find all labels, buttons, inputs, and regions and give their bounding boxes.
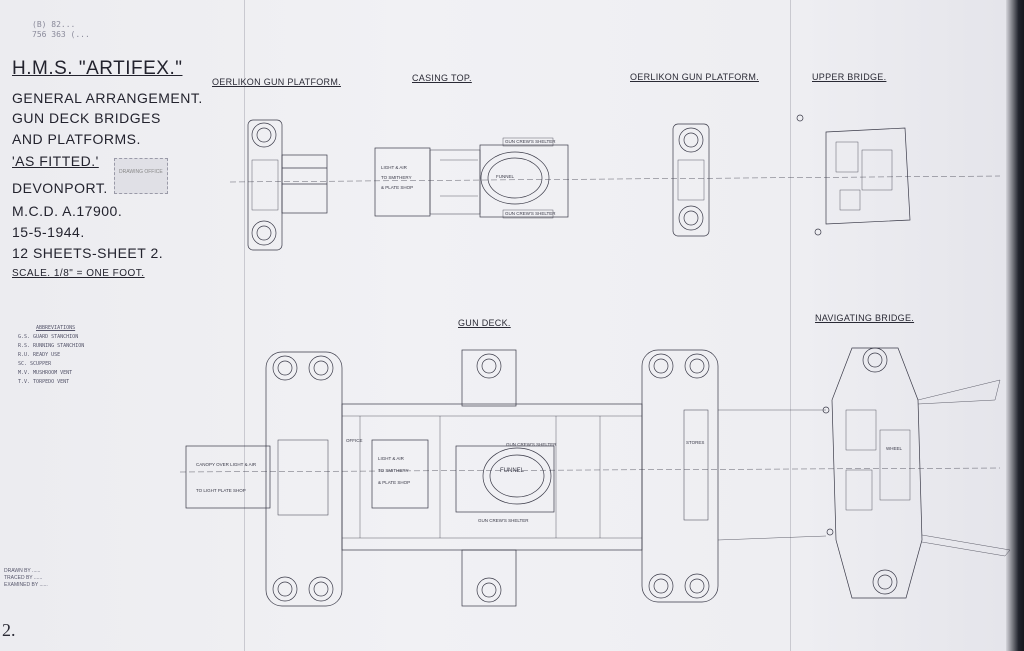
fold-line [790, 0, 791, 651]
label-oerlikon-right: OERLIKON GUN PLATFORM. [630, 72, 759, 82]
abbreviation-item: G.S. GUARD STANCHION [18, 334, 79, 340]
title-line: GENERAL ARRANGEMENT. [12, 90, 203, 106]
oerlikon-platform-left [247, 119, 328, 251]
sheet-count: 12 SHEETS-SHEET 2. [12, 245, 164, 261]
table-edge [1006, 0, 1024, 651]
room-label: CANOPY OVER LIGHT & AIR [196, 462, 257, 467]
footer-line: DRAWN BY ...... [4, 568, 41, 574]
office-stamp: DRAWING OFFICE [114, 158, 168, 194]
yard-name: DEVONPORT. [12, 180, 108, 196]
room-label: & PLATE SHOP [381, 185, 414, 190]
casing-top-plan [374, 137, 569, 219]
footer-line: EXAMINED BY ...... [4, 582, 48, 588]
room-label: GUN CREW'S SHELTER [506, 442, 557, 447]
gun-deck-plan [185, 349, 827, 607]
drawing-number: M.C.D. A.17900. [12, 203, 123, 219]
title-line: GUN DECK BRIDGES [12, 110, 161, 126]
pencil-note: (B) 82... [32, 20, 76, 29]
room-label: STORES [686, 440, 705, 445]
abbreviation-item: SC. SCUPPER [18, 361, 52, 367]
abbreviation-item: M.V. MUSHROOM VENT [18, 370, 73, 376]
label-navigating-bridge: NAVIGATING BRIDGE. [815, 313, 915, 323]
room-label: FUNNEL [500, 468, 525, 474]
title-line: AND PLATFORMS. [12, 131, 141, 147]
abbreviation-item: R.S. RUNNING STANCHION [18, 343, 85, 349]
room-label: TO SMITHERY [378, 468, 409, 473]
upper-bridge-plan [796, 114, 911, 236]
abbreviations-table: ABBREVIATIONS G.S. GUARD STANCHION R.S. … [18, 324, 84, 387]
abbreviations-heading: ABBREVIATIONS [36, 325, 76, 331]
room-label: LIGHT & AIR [381, 165, 407, 170]
room-label: FUNNEL [496, 174, 515, 179]
abbreviation-item: R.U. READY USE [18, 352, 61, 358]
pencil-note: 756 363 (... [32, 30, 90, 39]
sheet-number: 2. [2, 620, 16, 640]
navigating-bridge-plan [822, 347, 1011, 599]
signature-block: DRAWN BY ...... TRACED BY ...... EXAMINE… [4, 568, 48, 589]
room-label: LIGHT & AIR [378, 456, 404, 461]
abbreviation-item: T.V. TORPEDO VENT [18, 379, 70, 385]
centre-line [179, 467, 1001, 473]
room-label: GUN CREW'S SHELTER [505, 139, 556, 144]
label-upper-bridge: UPPER BRIDGE. [812, 72, 887, 82]
room-label: WHEEL [886, 446, 903, 451]
oerlikon-platform-right [672, 123, 710, 237]
label-gun-deck: GUN DECK. [458, 318, 511, 328]
label-casing-top: CASING TOP. [412, 73, 472, 83]
footer-line: TRACED BY ...... [4, 575, 43, 581]
room-label: & PLATE SHOP [378, 480, 411, 485]
room-label: GUN CREW'S SHELTER [478, 518, 529, 523]
room-label: OFFICE [346, 438, 363, 443]
ship-name: H.M.S. "ARTIFEX." [12, 58, 183, 79]
room-label: TO SMITHERY [381, 175, 412, 180]
label-oerlikon-left: OERLIKON GUN PLATFORM. [212, 77, 341, 87]
drawing-date: 15-5-1944. [12, 224, 85, 240]
stamp-text: DRAWING OFFICE [119, 169, 163, 175]
room-label: TO LIGHT PLATE SHOP [196, 488, 246, 493]
scale: SCALE. 1/8" = ONE FOOT. [12, 268, 145, 279]
title-line: 'AS FITTED.' [12, 153, 99, 169]
room-label: GUN CREW'S SHELTER [505, 211, 556, 216]
centre-line [229, 175, 1001, 183]
fold-line [244, 0, 245, 651]
